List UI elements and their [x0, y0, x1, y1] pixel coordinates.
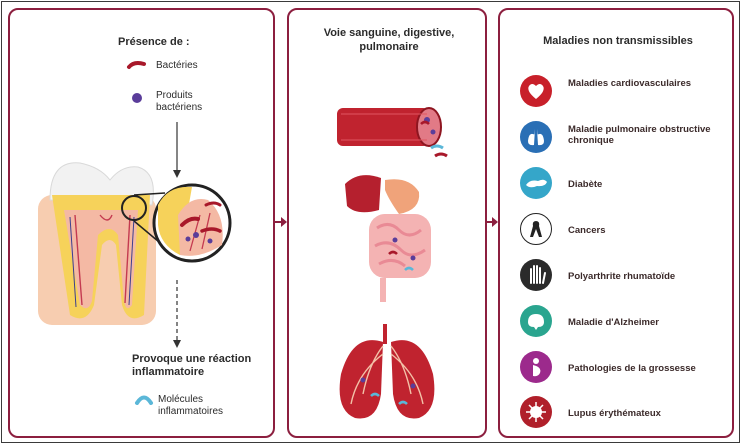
panel-oral-bacteria: Présence de : Bactéries Produits bactéri…: [8, 8, 275, 438]
disease-label-lupus: Lupus érythémateux: [568, 408, 661, 419]
hand-joints-icon: [520, 259, 552, 291]
panel2-title: Voie sanguine, digestive, pulmonaire: [323, 27, 455, 53]
panel-diseases: Maladies non transmissibles Maladies car…: [498, 8, 734, 438]
blood-vessel-illustration: [337, 107, 448, 158]
panel1-title: Présence de :: [118, 36, 190, 48]
pancreas-icon: [520, 167, 552, 199]
disease-label-alzheimer: Maladie d'Alzheimer: [568, 317, 659, 328]
lungs-icon: [520, 121, 552, 153]
inflammatory-molecule-icon: [135, 395, 153, 405]
disease-label-cardio: Maladies cardiovasculaires: [568, 78, 692, 89]
heart-icon: [520, 75, 552, 107]
arrow-down-solid: [173, 122, 181, 178]
pregnancy-icon: [520, 351, 552, 383]
bacteria-icon: [127, 61, 146, 69]
ribbon-icon: [520, 213, 552, 245]
disease-label-cancers: Cancers: [568, 225, 606, 236]
arrow-right-1: [274, 217, 287, 227]
bacterial-product-dot-icon: [132, 93, 142, 103]
legend-bacteria-label: Bactéries: [156, 60, 198, 71]
lungs-illustration: [339, 324, 435, 419]
disease-label-diabetes: Diabète: [568, 179, 603, 190]
disease-label-copd: Maladie pulmonaire obstructive chronique: [568, 124, 711, 146]
panel3-title: Maladies non transmissibles: [543, 35, 693, 47]
digestive-system-illustration: [345, 175, 431, 302]
reaction-title: Provoque une réaction inflammatoire: [132, 353, 252, 378]
tooth-illustration: [38, 162, 232, 325]
lupus-icon: [520, 396, 552, 428]
arrow-right-2: [485, 217, 498, 227]
panel-pathways: Voie sanguine, digestive, pulmonaire: [287, 8, 487, 438]
disease-label-pregnancy: Pathologies de la grossesse: [568, 363, 696, 374]
brain-icon: [520, 305, 552, 337]
arrow-down-dashed: [173, 280, 181, 348]
molecules-label: Molécules inflammatoires: [158, 394, 224, 417]
legend-product-label: Produits bactériens: [156, 90, 203, 113]
disease-label-arthritis: Polyarthrite rhumatoïde: [568, 271, 676, 282]
